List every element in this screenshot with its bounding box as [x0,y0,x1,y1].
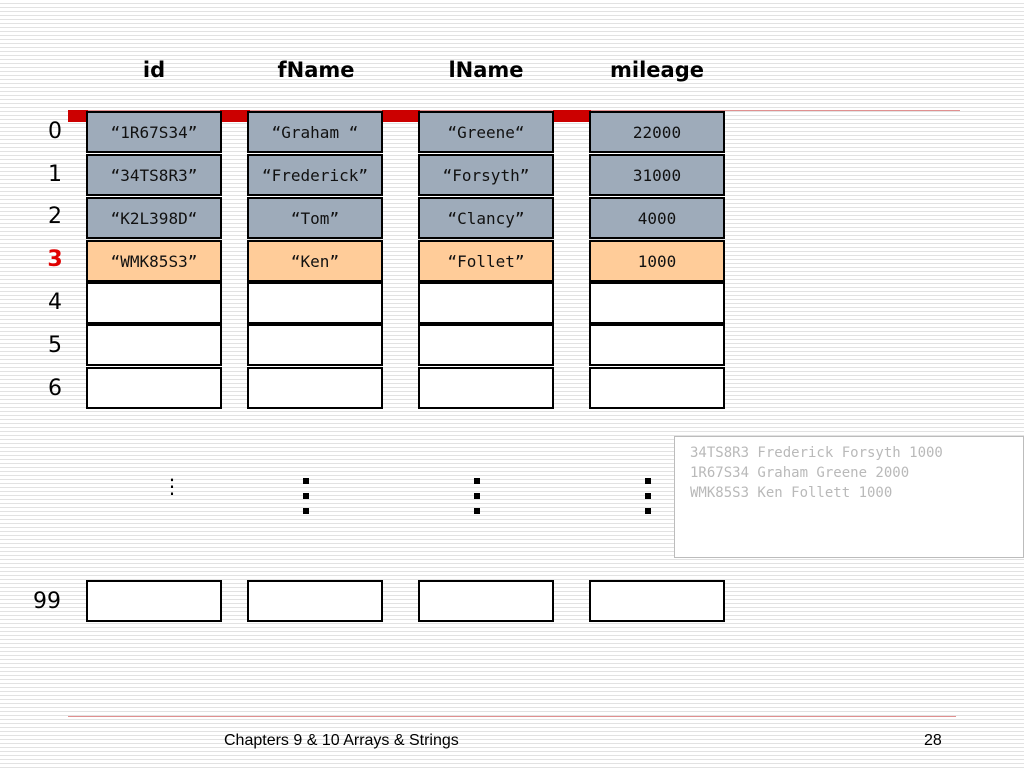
array-cell: “Graham “ [247,111,383,153]
array-cell-empty [247,282,383,324]
array-cell-highlighted: “Follet” [418,240,554,282]
array-cell: “K2L398D“ [86,197,222,239]
accent-bar [382,110,420,122]
array-cell: 4000 [589,197,725,239]
column-header-mileage: mileage [610,58,704,82]
ellipsis-dots [296,478,316,514]
array-cell-highlighted: 1000 [589,240,725,282]
note-line: 1R67S34 Graham Greene 2000 [690,465,910,481]
row-index-label-highlighted: 3 [47,247,63,272]
array-cell-empty [86,324,222,366]
row-index-label: 2 [48,204,62,229]
row-index-label-last: 99 [33,589,61,614]
array-cell-empty [418,580,554,622]
column-header-fname: fName [277,58,355,82]
array-cell-empty [247,580,383,622]
array-cell-empty [589,324,725,366]
ellipsis-dots [467,478,487,514]
row-index-label: 4 [48,290,62,315]
note-line: WMK85S3 Ken Follett 1000 [690,485,893,501]
array-cell-highlighted: “Ken” [247,240,383,282]
array-cell-empty [589,282,725,324]
row-index-label: 0 [48,119,62,144]
row-index-label: 1 [48,162,62,187]
array-cell-empty [247,324,383,366]
accent-bar [220,110,250,122]
array-cell: 31000 [589,154,725,196]
array-cell: “Clancy” [418,197,554,239]
array-cell-empty [418,282,554,324]
array-cell-empty [86,580,222,622]
ellipsis-small: ⋮ [162,474,182,498]
ellipsis-dots [638,478,658,514]
note-line: 34TS8R3 Frederick Forsyth 1000 [690,445,943,461]
array-cell-empty [86,282,222,324]
array-cell: “Greene“ [418,111,554,153]
array-cell-empty [86,367,222,409]
column-header-lname: lName [448,58,524,82]
data-file-note: 34TS8R3 Frederick Forsyth 1000 1R67S34 G… [674,436,1024,558]
page-number: 28 [924,732,942,749]
array-cell: 22000 [589,111,725,153]
array-cell: “Tom” [247,197,383,239]
array-cell-empty [589,367,725,409]
array-cell-highlighted: “WMK85S3” [86,240,222,282]
accent-bar [68,110,88,122]
top-rule [70,110,960,111]
row-index-label: 5 [48,333,62,358]
array-cell-empty [589,580,725,622]
footer-title: Chapters 9 & 10 Arrays & Strings [224,732,459,749]
column-header-id: id [142,58,166,82]
array-cell: “34TS8R3” [86,154,222,196]
array-cell-empty [247,367,383,409]
array-cell: “Frederick” [247,154,383,196]
array-cell-empty [418,367,554,409]
array-cell: “1R67S34” [86,111,222,153]
array-cell: “Forsyth” [418,154,554,196]
array-cell-empty [418,324,554,366]
accent-bar [553,110,591,122]
footer-rule [68,716,956,717]
row-index-label: 6 [48,376,62,401]
